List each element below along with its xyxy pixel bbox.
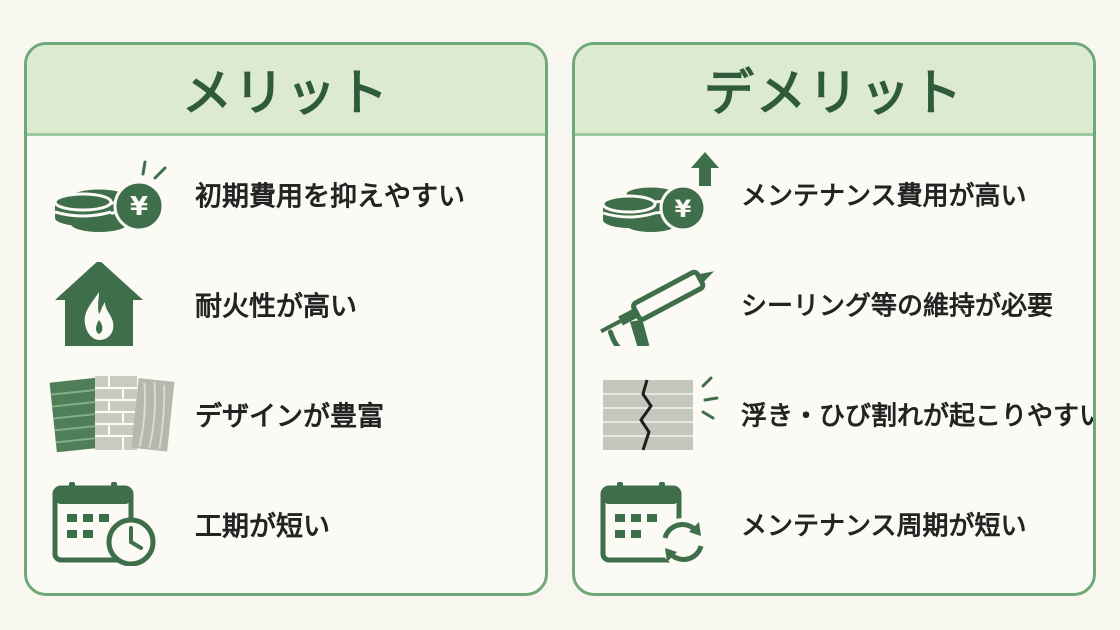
demerit-item-cost: ¥ メンテナンス費用が高い (575, 144, 1093, 244)
merit-header: メリット (27, 45, 545, 136)
merit-item-label: デザインが豊富 (195, 401, 384, 433)
demerit-header: デメリット (575, 45, 1093, 136)
merit-title: メリット (182, 64, 390, 122)
merit-item-label: 工期が短い (195, 511, 330, 543)
merit-item-cost: ¥ 初期費用を抑えやすい (27, 144, 545, 244)
demerit-item-label: 浮き・ひび割れが起こりやすい (741, 401, 1096, 432)
demerit-item-label: メンテナンス周期が短い (741, 511, 1027, 542)
merit-item-label: 初期費用を抑えやすい (195, 181, 465, 213)
house-fire-icon (55, 262, 143, 346)
coins-yen-icon: ¥ (53, 160, 167, 232)
calendar-clock-icon (52, 482, 156, 566)
demerit-item-label: メンテナンス費用が高い (741, 181, 1027, 212)
svg-text:¥: ¥ (130, 192, 148, 222)
merit-item-duration: 工期が短い (27, 474, 545, 574)
demerit-item-crack: 浮き・ひび割れが起こりやすい (575, 364, 1093, 464)
merit-item-fire: 耐火性が高い (27, 254, 545, 354)
cracked-siding-icon (603, 376, 719, 451)
merit-panel: メリット ¥ (24, 42, 548, 596)
coins-yen-up-icon: ¥ (601, 152, 719, 232)
caulking-gun-icon (600, 269, 715, 346)
demerit-panel: デメリット ¥ メンテナンス費用が高い (572, 42, 1096, 596)
demerit-item-sealing: シーリング等の維持が必要 (575, 254, 1093, 354)
svg-text:¥: ¥ (675, 195, 692, 223)
siding-panels-icon (49, 376, 175, 453)
demerit-item-label: シーリング等の維持が必要 (741, 291, 1054, 322)
merit-item-design: デザインが豊富 (27, 364, 545, 464)
demerit-title: デメリット (704, 64, 964, 122)
merit-item-label: 耐火性が高い (195, 291, 357, 323)
calendar-cycle-icon (600, 482, 707, 566)
demerit-item-cycle: メンテナンス周期が短い (575, 474, 1093, 574)
